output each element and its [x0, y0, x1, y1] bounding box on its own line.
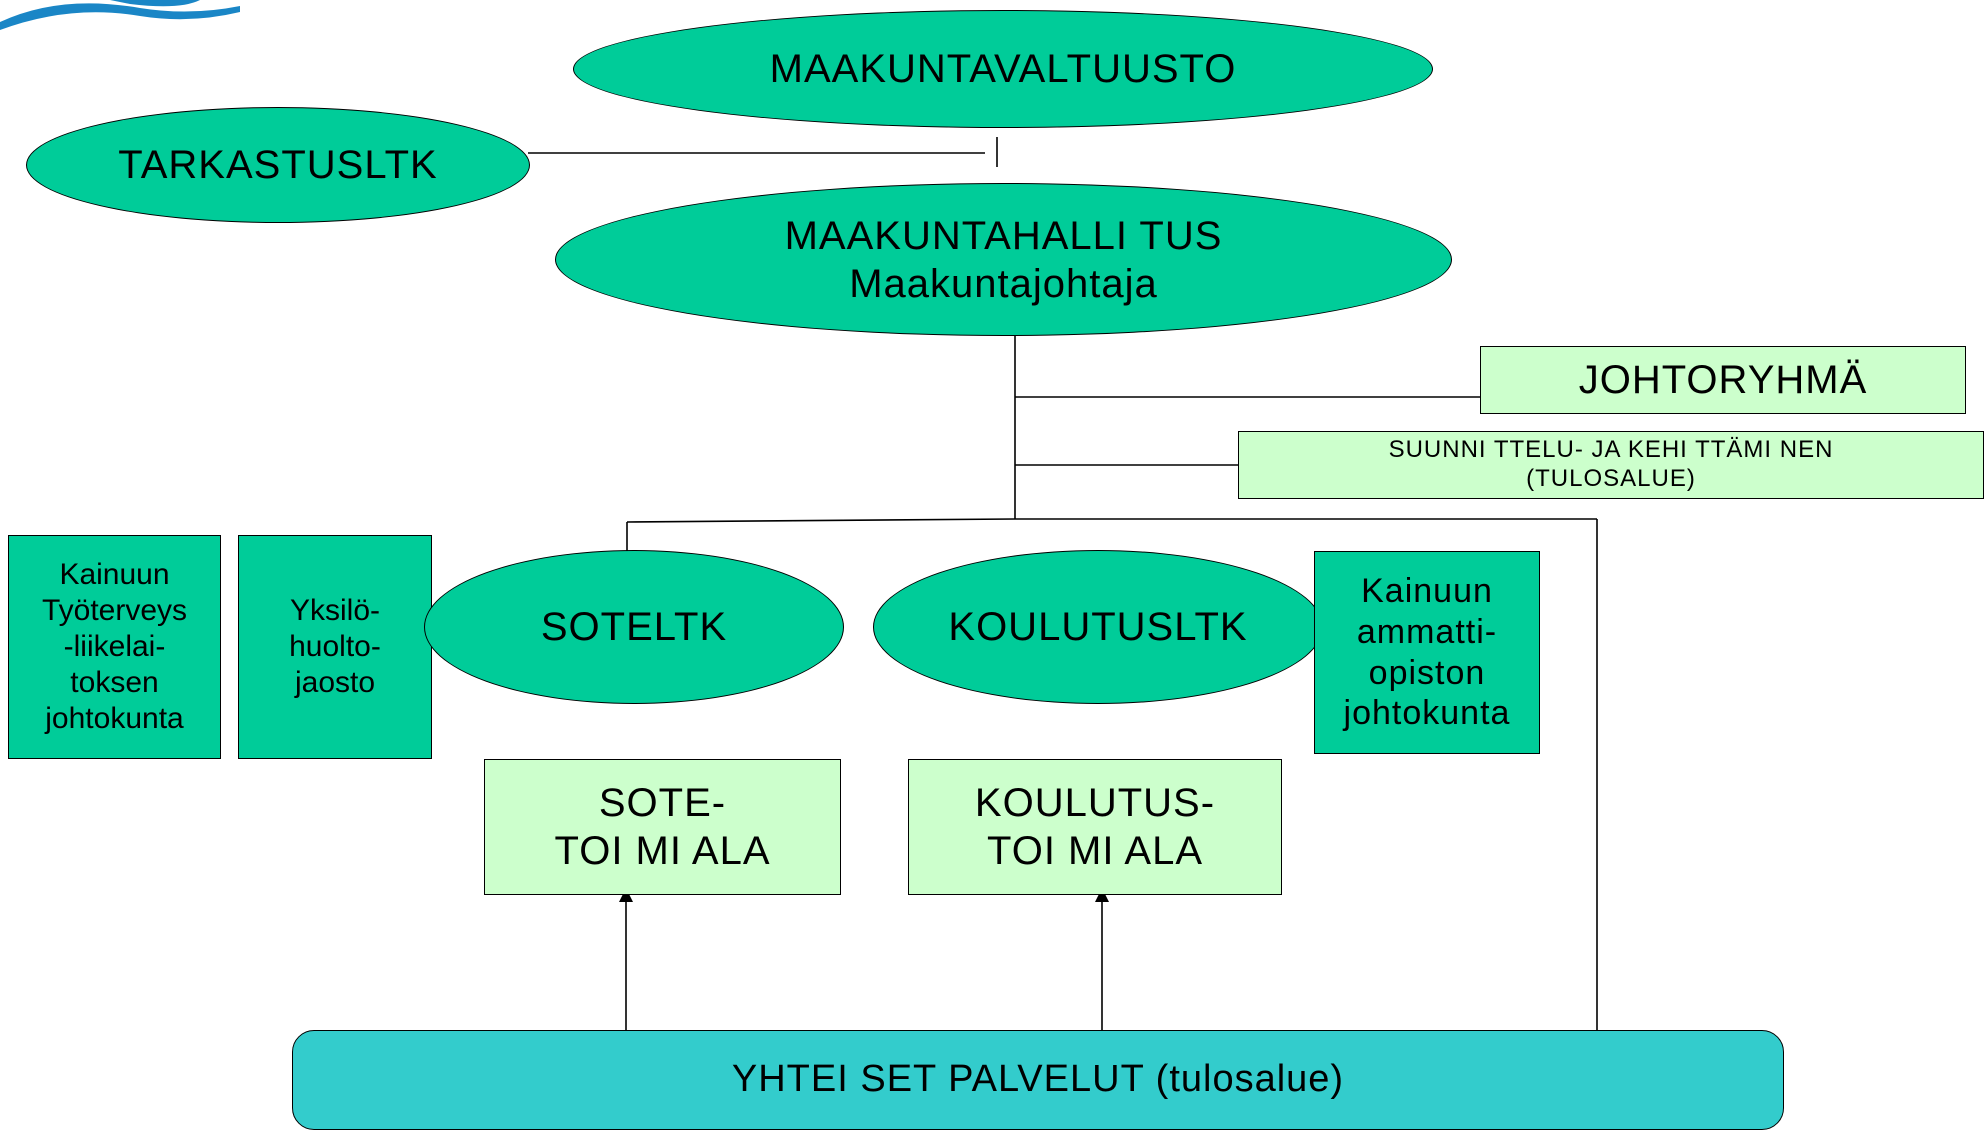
johtoryhma-label: JOHTORYHMÄ	[1578, 358, 1868, 402]
ammattiopisto-line: johtokunta	[1343, 694, 1511, 733]
tyoterveys-line: johtokunta	[45, 702, 184, 735]
maakuntahallitus-node: MAAKUNTAHALLI TUS Maakuntajohtaja	[555, 183, 1452, 336]
yksilohuolto-line: huolto-	[289, 630, 381, 663]
koulutusltk-label: KOULUTUSLTK	[948, 605, 1248, 649]
tyoterveys-line: Työterveys	[41, 594, 188, 627]
tarkastusltk-label: TARKASTUSLTK	[118, 143, 438, 187]
maakuntahallitus-label: MAAKUNTAHALLI TUS	[784, 213, 1223, 258]
ammattiopisto-line: ammatti-	[1356, 612, 1498, 651]
soteltk-label: SOTELTK	[540, 605, 728, 649]
connector-branch	[626, 518, 1016, 523]
maakuntajohtaja-label: Maakuntajohtaja	[849, 261, 1158, 306]
tyoterveys-line: Kainuun	[59, 558, 170, 591]
koulutus-toimiala-node: KOULUTUS- TOI MI ALA	[908, 759, 1282, 895]
kainuun-tyoterveys-node: Kainuun Työterveys -liikelai- toksen joh…	[8, 535, 221, 759]
sote-toimiala-line2: TOI MI ALA	[554, 829, 771, 873]
wave-logo-icon	[0, 0, 240, 30]
suunnittelu-node: SUUNNI TTELU- JA KEHI TTÄMI NEN (TULOSAL…	[1238, 431, 1984, 499]
yksilohuolto-line: Yksilö-	[289, 594, 380, 627]
tyoterveys-line: -liikelai-	[63, 630, 166, 663]
maakuntavaltuusto-label: MAAKUNTAVALTUUSTO	[769, 47, 1237, 91]
tyoterveys-line: toksen	[70, 666, 159, 699]
koulutusltk-node: KOULUTUSLTK	[873, 550, 1323, 704]
maakuntavaltuusto-node: MAAKUNTAVALTUUSTO	[573, 10, 1433, 128]
koulutus-toimiala-line1: KOULUTUS-	[974, 781, 1216, 825]
koulutus-toimiala-line2: TOI MI ALA	[987, 829, 1203, 873]
yhteiset-palvelut-label: YHTEI SET PALVELUT (tulosalue)	[731, 1058, 1345, 1101]
soteltk-node: SOTELTK	[424, 550, 844, 704]
sote-toimiala-line1: SOTE-	[598, 781, 727, 825]
yhteiset-palvelut-node: YHTEI SET PALVELUT (tulosalue)	[292, 1030, 1784, 1130]
tarkastusltk-node: TARKASTUSLTK	[26, 107, 530, 223]
ammattiopisto-line: opiston	[1368, 653, 1486, 692]
johtoryhma-node: JOHTORYHMÄ	[1480, 346, 1966, 414]
suunnittelu-label-line1: SUUNNI TTELU- JA KEHI TTÄMI NEN	[1388, 436, 1834, 464]
kainuun-ammattiopisto-node: Kainuun ammatti- opiston johtokunta	[1314, 551, 1540, 754]
suunnittelu-label-line2: (TULOSALUE)	[1526, 465, 1696, 492]
yksilohuolto-node: Yksilö- huolto- jaosto	[238, 535, 432, 759]
sote-toimiala-node: SOTE- TOI MI ALA	[484, 759, 841, 895]
ammattiopisto-line: Kainuun	[1361, 571, 1493, 610]
yksilohuolto-line: jaosto	[294, 666, 376, 699]
